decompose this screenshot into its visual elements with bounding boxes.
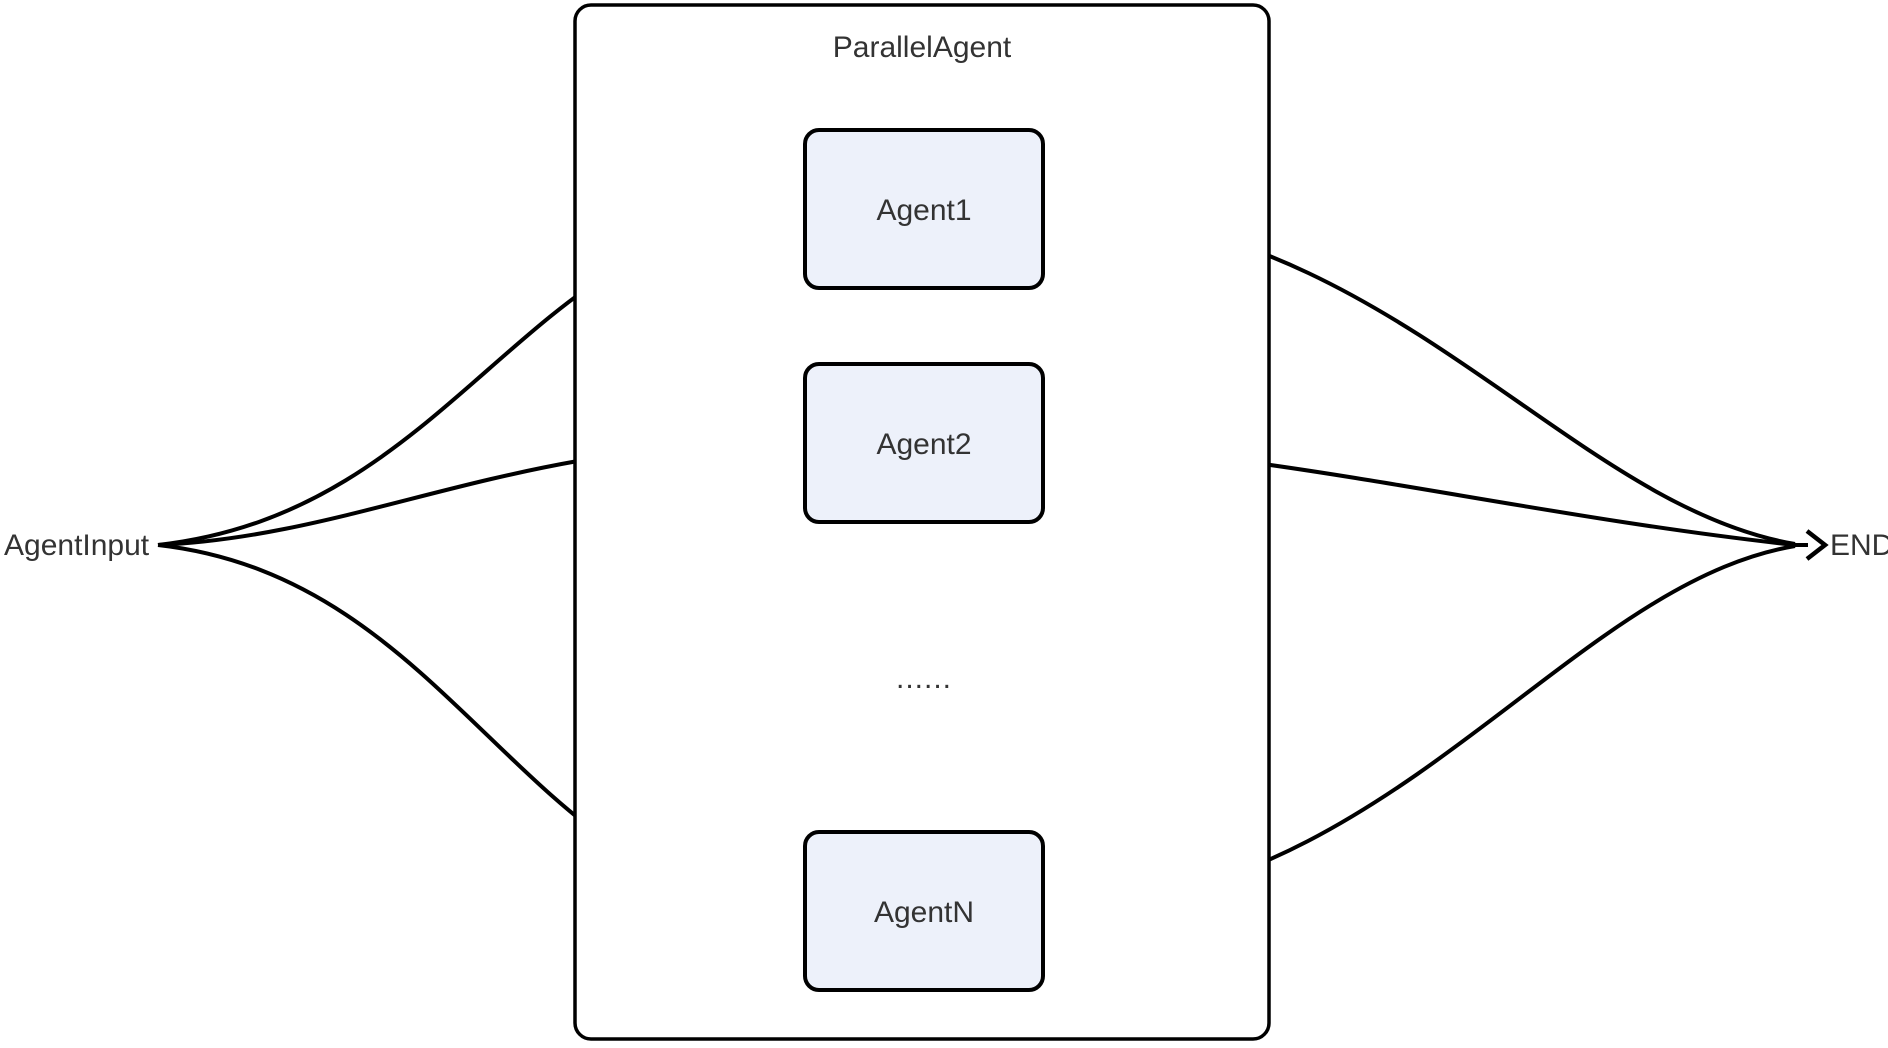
node-agent2: Agent2	[803, 362, 1045, 524]
node-label-agentN: AgentN	[874, 896, 974, 929]
container-title: ParallelAgent	[833, 31, 1012, 64]
node-agent1: Agent1	[803, 128, 1045, 290]
end-label: END	[1830, 529, 1888, 562]
node-label-agent1: Agent1	[876, 194, 971, 227]
node-box-agentN	[803, 830, 1045, 992]
node-agentN: AgentN	[803, 830, 1045, 992]
agent-input-label: AgentInput	[4, 529, 150, 562]
node-box-agent1	[803, 128, 1045, 290]
node-label-agent2: Agent2	[876, 428, 971, 461]
node-box-agent2	[803, 362, 1045, 524]
ellipsis-label: ......	[896, 662, 952, 695]
arrowhead-into-end-icon	[1805, 529, 1829, 561]
